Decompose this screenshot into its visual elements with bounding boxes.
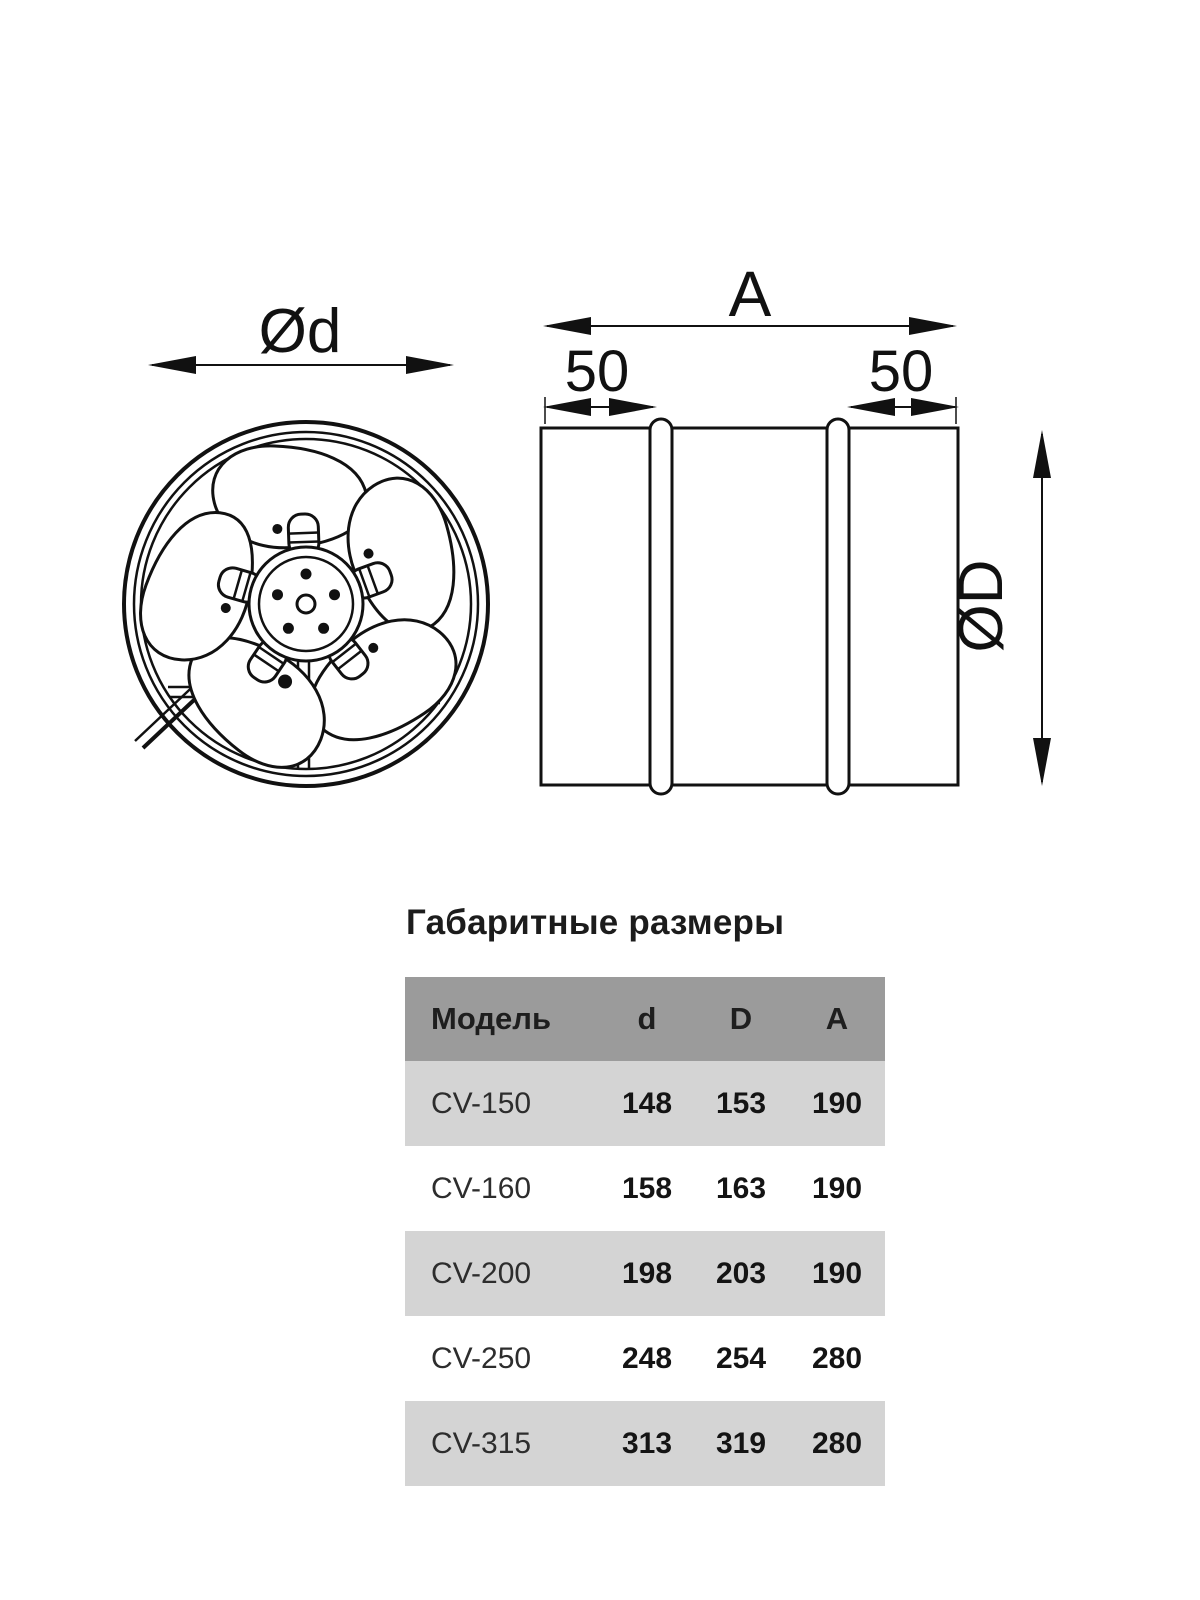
- table-row: CV-150 148 153 190: [405, 1061, 885, 1146]
- A-cell: 190: [811, 1086, 863, 1120]
- D-cell: 163: [715, 1171, 767, 1205]
- model-cell: CV-315: [431, 1426, 532, 1460]
- d-cell: 313: [621, 1426, 673, 1460]
- table-row: CV-200 198 203 190: [405, 1231, 885, 1316]
- fan-outer-ring: [122, 420, 490, 788]
- duct-bead-right: [825, 417, 851, 796]
- d-cell: 148: [621, 1086, 673, 1120]
- A-cell: 190: [811, 1171, 863, 1205]
- d-cell: 248: [621, 1341, 673, 1375]
- D-cell: 254: [715, 1341, 767, 1375]
- D-cell: 153: [715, 1086, 767, 1120]
- A-cell: 280: [811, 1341, 863, 1375]
- header-model: Модель: [431, 1001, 552, 1036]
- dimension-arrow-A: [543, 317, 957, 335]
- table-title: Габаритные размеры: [406, 903, 785, 942]
- header-D: D: [729, 1001, 753, 1036]
- A-cell: 190: [811, 1256, 863, 1290]
- fan-blade: [309, 618, 458, 742]
- D-cell: 203: [715, 1256, 767, 1290]
- model-cell: CV-160: [431, 1171, 532, 1205]
- table-row: CV-315 313 319 280: [405, 1401, 885, 1486]
- duct-side-view: A 50 50: [539, 258, 1051, 796]
- d-cell: 158: [621, 1171, 673, 1205]
- dimension-arrow-50-right: [847, 397, 959, 424]
- D-cell: 319: [715, 1426, 767, 1460]
- model-cell: CV-150: [431, 1086, 532, 1120]
- fan-blade: [187, 636, 326, 769]
- d-cell: 198: [621, 1256, 673, 1290]
- fan-hub: [247, 545, 365, 663]
- model-cell: CV-250: [431, 1341, 532, 1375]
- technical-drawing: Ød: [122, 258, 1051, 796]
- dimensions-table: Модель d D A CV-150 148 153 190 CV-160 1…: [405, 977, 885, 1486]
- dimension-arrow-50-left: [543, 397, 657, 424]
- table-row: CV-160 158 163 190: [405, 1146, 885, 1231]
- A-cell: 280: [811, 1426, 863, 1460]
- fan-front-view: Ød: [122, 297, 490, 788]
- duct-bead-left: [648, 417, 674, 796]
- duct-body: [539, 426, 960, 787]
- dimension-label-D: ØD: [947, 560, 1016, 653]
- table-row: CV-250 248 254 280: [405, 1316, 885, 1401]
- header-A: A: [825, 1001, 849, 1036]
- header-d: d: [637, 1001, 657, 1036]
- fan-middle-ring: [132, 430, 480, 778]
- dimension-label-50-left: 50: [565, 339, 630, 404]
- dimension-arrow-D: [1033, 430, 1051, 786]
- model-cell: CV-200: [431, 1256, 532, 1290]
- dimension-arrow-d: [148, 356, 454, 374]
- dimension-label-A: A: [729, 258, 772, 330]
- table-header-row: Модель d D A: [405, 977, 885, 1061]
- dimension-label-50-right: 50: [869, 339, 934, 404]
- dimension-label-d: Ød: [259, 297, 342, 366]
- fan-blades: [139, 444, 458, 769]
